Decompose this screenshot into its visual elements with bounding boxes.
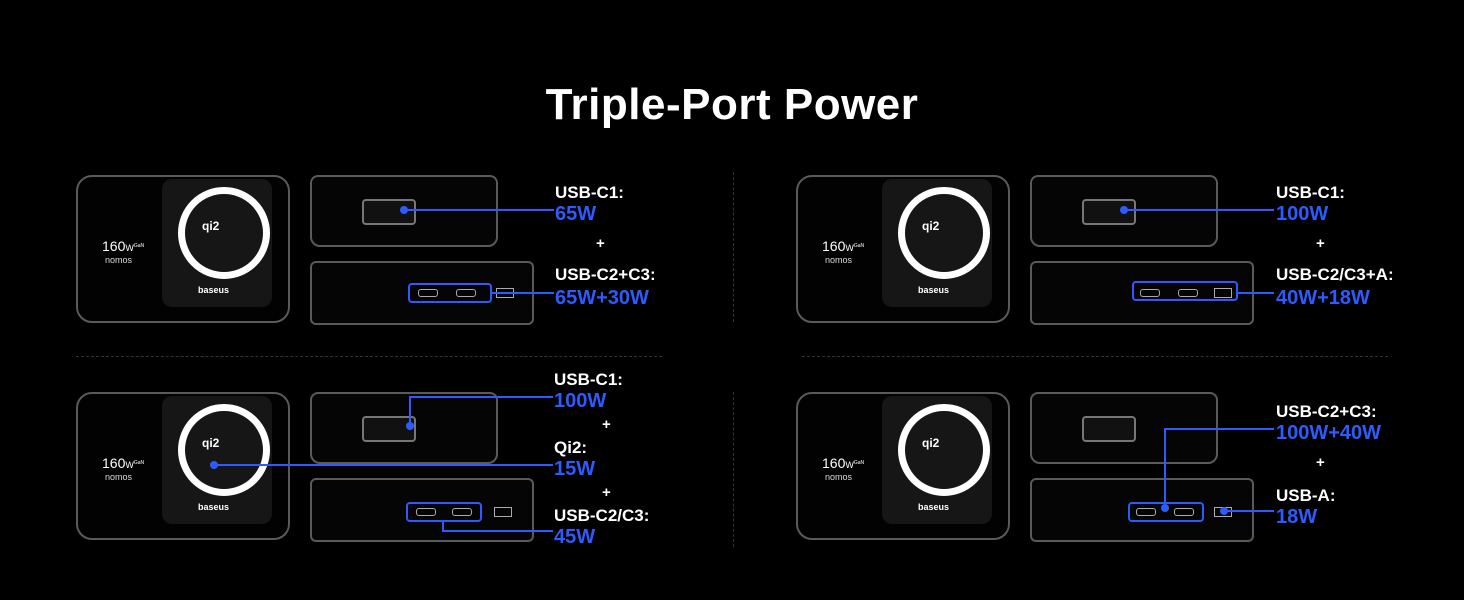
usb-c2-port	[1140, 289, 1160, 297]
connector-dot	[1161, 504, 1169, 512]
port-value: 100W	[1276, 203, 1329, 225]
connector-line	[442, 530, 553, 532]
connector-line	[409, 396, 553, 398]
port-value: 18W	[1276, 506, 1318, 528]
port-label: Qi2:	[554, 438, 588, 457]
charger-front: qi2 baseus 160WGaN nomos	[76, 392, 290, 540]
port-label: USB-C1:	[554, 370, 623, 389]
charger-ports	[1030, 261, 1254, 325]
wattage-label: 160WGaN	[102, 455, 145, 471]
port-value: 40W+18W	[1276, 287, 1370, 309]
port-label: USB-C2/C3+A:	[1276, 265, 1394, 284]
port-value: 15W	[554, 458, 596, 480]
connector-dot	[400, 206, 408, 214]
usb-c2-port	[418, 289, 438, 297]
connector-line	[409, 396, 411, 426]
qi2-icon: qi2	[922, 219, 940, 233]
panel-3: qi2 baseus 160WGaN nomos USB-C1: 100W + …	[76, 370, 696, 562]
charger-top	[1030, 175, 1218, 247]
brand-logo: baseus	[918, 502, 950, 512]
connector-line	[1126, 209, 1274, 211]
connector-dot	[1120, 206, 1128, 214]
usb-c3-port	[1178, 289, 1198, 297]
qi2-ring	[178, 404, 270, 496]
port-label: USB-C2/C3:	[554, 506, 650, 525]
usb-c1-plug	[362, 199, 416, 225]
plus-sign: +	[596, 235, 605, 252]
usb-a-port	[1214, 288, 1232, 298]
qi2-ring	[178, 187, 270, 279]
port-value: 65W	[555, 203, 597, 225]
port-group	[1128, 502, 1204, 522]
connector-dot	[406, 422, 414, 430]
panel-1: qi2 baseus 160WGaN nomos USB-C1: 65W + U…	[76, 175, 696, 345]
connector-line	[216, 464, 553, 466]
port-group	[406, 502, 482, 522]
divider	[733, 392, 734, 547]
qi2-icon: qi2	[202, 219, 220, 233]
connector-line	[1238, 292, 1274, 294]
port-label: USB-C1:	[1276, 183, 1345, 202]
connector-line	[442, 522, 444, 532]
wattage-label: 160WGaN	[822, 238, 865, 254]
divider	[733, 172, 734, 322]
divider	[76, 356, 662, 357]
port-label: USB-C2+C3:	[1276, 402, 1377, 421]
port-group	[408, 283, 492, 303]
usb-c1-plug	[1082, 199, 1136, 225]
wattage-label: 160WGaN	[102, 238, 145, 254]
port-value: 65W+30W	[555, 287, 649, 309]
panel-4: qi2 baseus 160WGaN nomos USB-C2+C3: 100W…	[796, 392, 1416, 562]
port-label: USB-A:	[1276, 486, 1336, 505]
port-label: USB-C2+C3:	[555, 265, 656, 284]
charger-ports	[310, 478, 534, 542]
usb-c1-plug	[1082, 416, 1136, 442]
usb-a-port	[494, 507, 512, 517]
plus-sign: +	[1316, 235, 1325, 252]
series-label: nomos	[105, 255, 133, 265]
brand-logo: baseus	[198, 285, 230, 295]
connector-line	[1164, 428, 1274, 430]
qi2-ring	[898, 187, 990, 279]
wattage-label: 160WGaN	[822, 455, 865, 471]
port-value: 100W	[554, 390, 607, 412]
port-value: 100W+40W	[1276, 422, 1382, 444]
connector-line	[406, 209, 554, 211]
charger-front: qi2 baseus 160WGaN nomos	[796, 175, 1010, 323]
page-title: Triple-Port Power	[545, 80, 919, 129]
usb-c2-port	[1136, 508, 1156, 516]
connector-line	[492, 292, 554, 294]
port-group	[1132, 281, 1238, 301]
plus-sign: +	[602, 484, 611, 501]
series-label: nomos	[825, 472, 853, 482]
port-label: USB-C1:	[555, 183, 624, 202]
qi2-icon: qi2	[922, 436, 940, 450]
series-label: nomos	[825, 255, 853, 265]
series-label: nomos	[105, 472, 133, 482]
usb-c3-port	[456, 289, 476, 297]
usb-c3-port	[1174, 508, 1194, 516]
charger-front: qi2 baseus 160WGaN nomos	[796, 392, 1010, 540]
plus-sign: +	[1316, 454, 1325, 471]
charger-ports	[1030, 478, 1254, 542]
qi2-ring	[898, 404, 990, 496]
plus-sign: +	[602, 416, 611, 433]
qi2-icon: qi2	[202, 436, 220, 450]
connector-line	[1164, 428, 1166, 508]
usb-c2-port	[416, 508, 436, 516]
usb-c3-port	[452, 508, 472, 516]
brand-logo: baseus	[918, 285, 950, 295]
connector-line	[1224, 510, 1274, 512]
divider	[802, 356, 1388, 357]
brand-logo: baseus	[198, 502, 230, 512]
charger-front: qi2 baseus 160WGaN nomos	[76, 175, 290, 323]
connector-dot	[210, 461, 218, 469]
panel-2: qi2 baseus 160WGaN nomos USB-C1: 100W + …	[796, 175, 1416, 345]
port-value: 45W	[554, 526, 596, 548]
